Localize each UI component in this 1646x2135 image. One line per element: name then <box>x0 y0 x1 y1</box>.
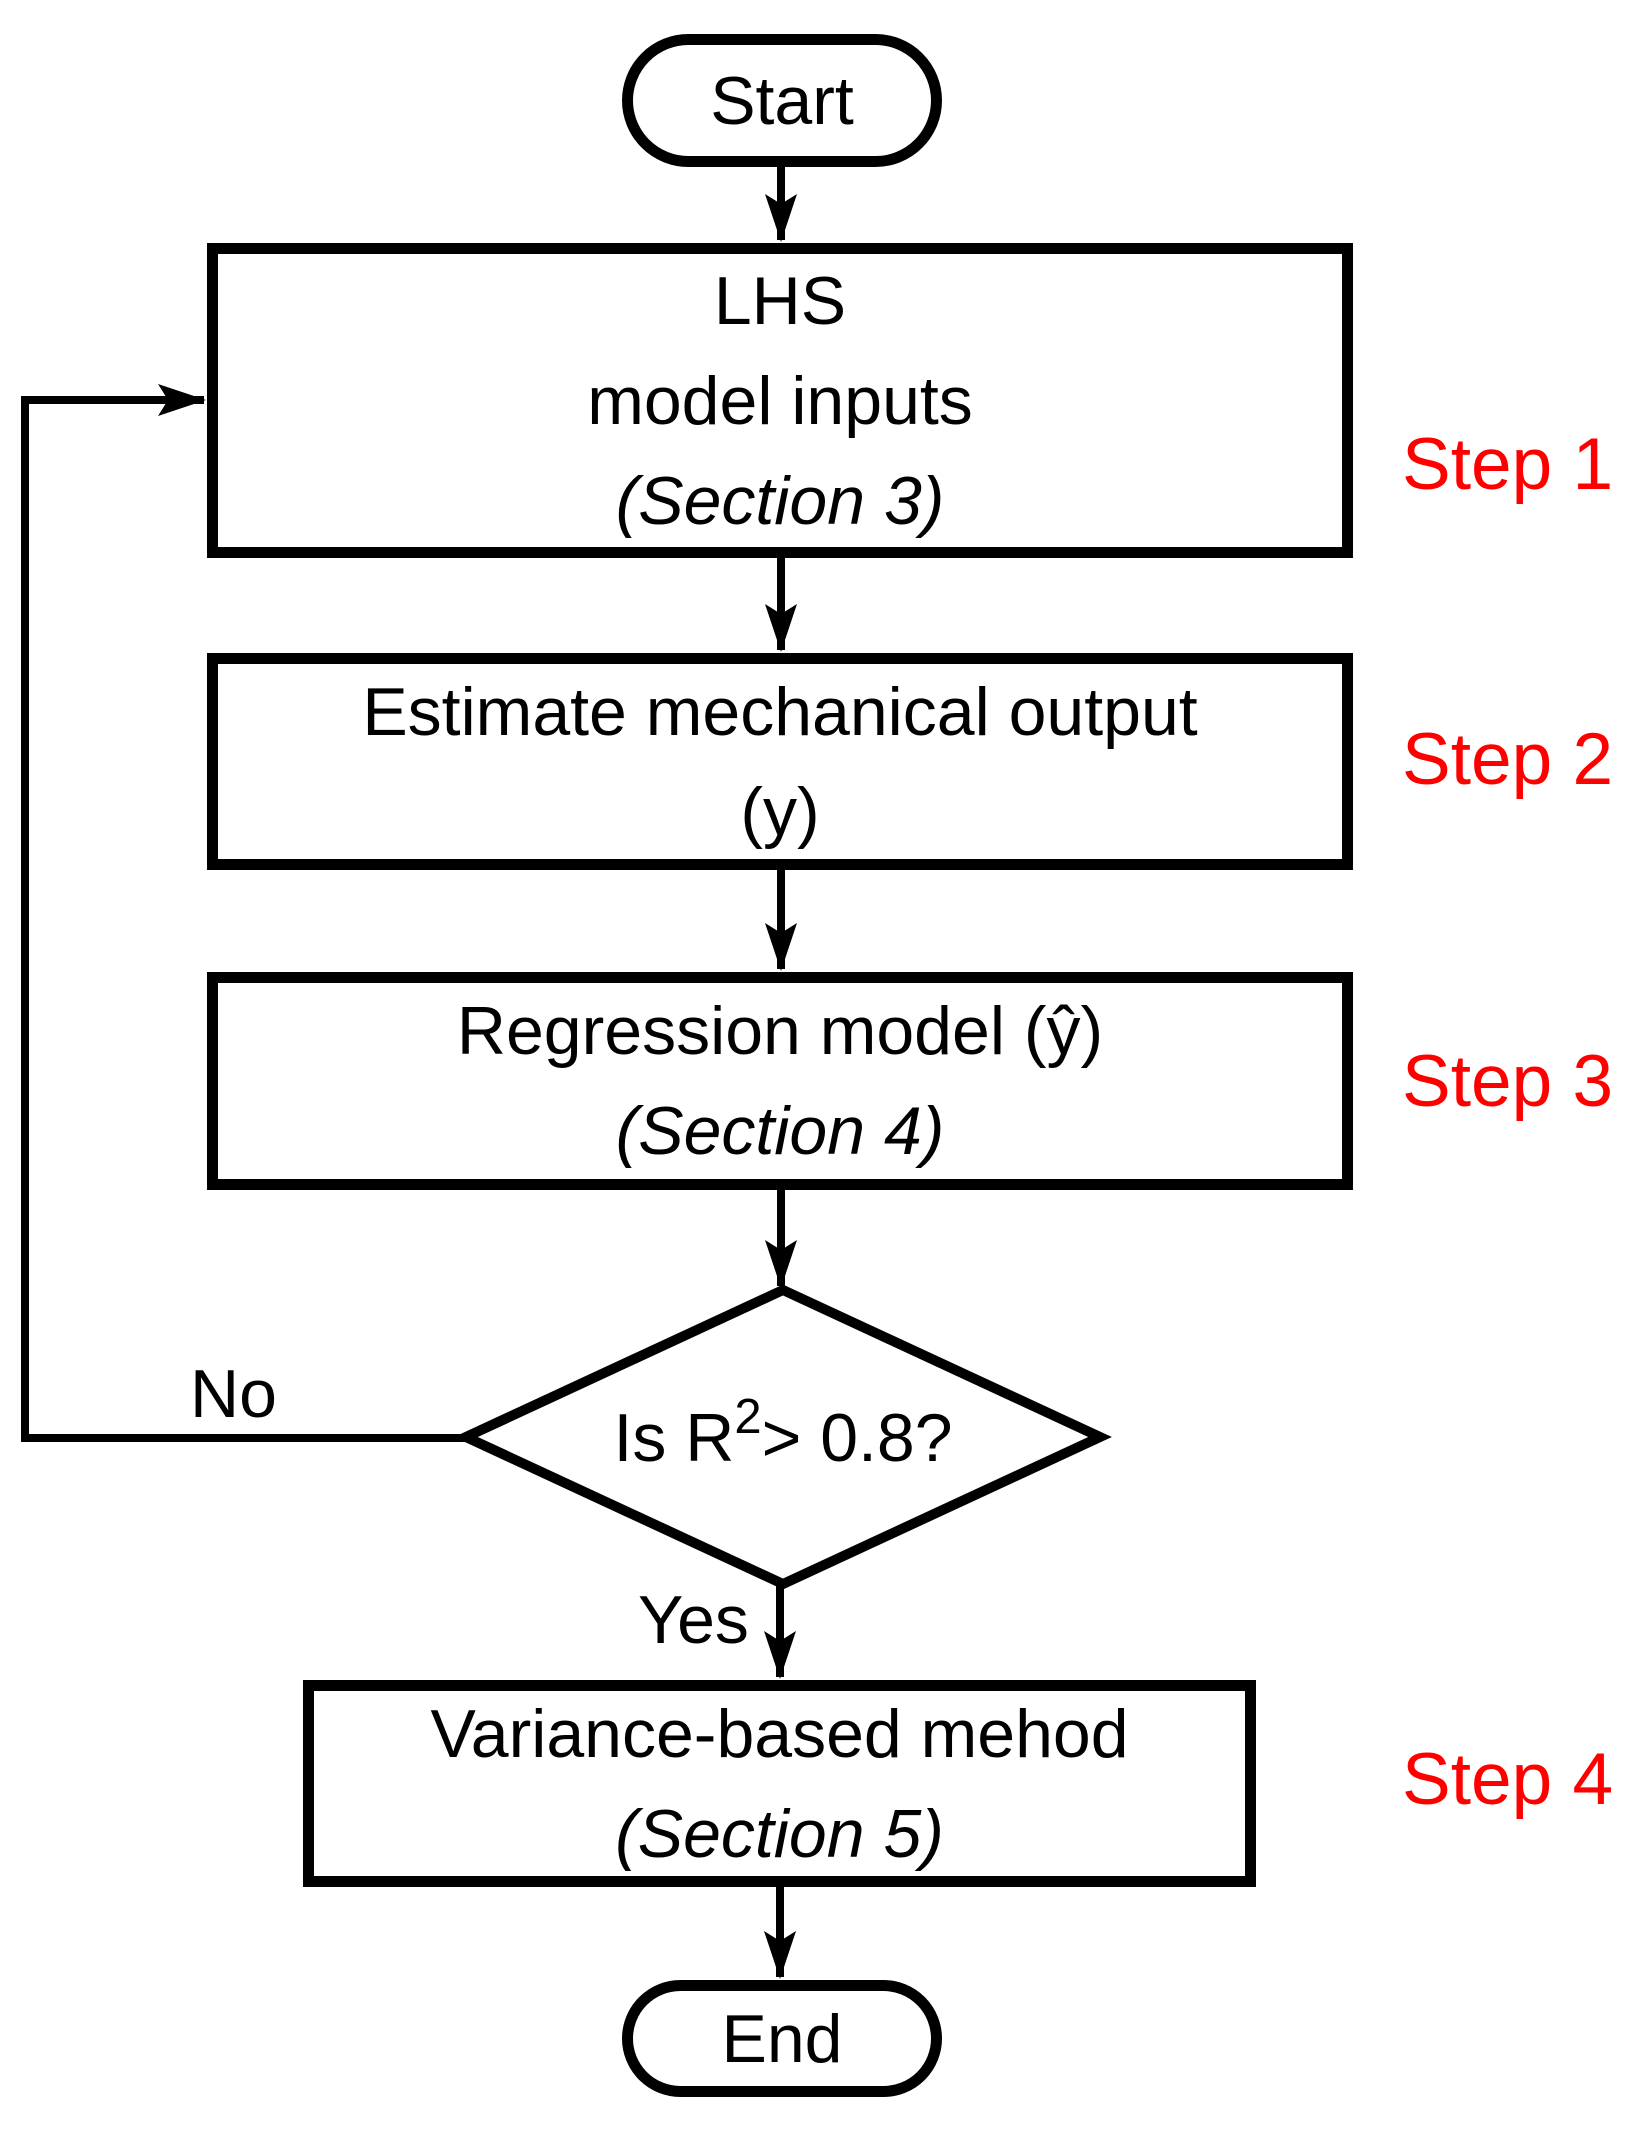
start-node: Start <box>622 34 942 167</box>
step-3-label: Step 3 <box>1402 1041 1614 1122</box>
lhs-line-2: model inputs <box>587 362 973 439</box>
step-1-label: Step 1 <box>1402 424 1614 505</box>
lhs-section-ref: (Section 3) <box>615 462 945 539</box>
process-box-estimate-output: Estimate mechanical output (y) <box>207 653 1353 870</box>
step-4-label: Step 4 <box>1402 1739 1614 1820</box>
decision-label-suffix: > 0.8? <box>761 1400 953 1476</box>
start-label: Start <box>710 62 854 139</box>
variance-line-1: Variance-based mehod <box>430 1695 1129 1772</box>
step-2-label: Step 2 <box>1402 719 1614 800</box>
process-box-variance-method: Variance-based mehod (Section 5) <box>303 1680 1256 1887</box>
estimate-line-1: Estimate mechanical output <box>362 673 1198 750</box>
arrow-decision-no-loop-to-lhs <box>21 384 466 1442</box>
regression-line-1: Regression model (ŷ) <box>456 993 1104 1069</box>
variance-section-ref: (Section 5) <box>615 1795 944 1872</box>
estimate-line-2: (y) <box>740 773 820 850</box>
no-branch-label: No <box>190 1356 277 1432</box>
process-box-regression-model: Regression model (ŷ) (Section 4) <box>207 972 1353 1190</box>
yes-branch-label: Yes <box>638 1582 749 1658</box>
end-label: End <box>721 2000 843 2077</box>
end-node: End <box>622 1980 942 2097</box>
decision-diamond <box>454 1284 1112 1590</box>
decision-label-prefix: Is R <box>613 1400 735 1476</box>
process-box-lhs-model-inputs: LHS model inputs (Section 3) <box>207 243 1353 558</box>
regression-section-ref: (Section 4) <box>615 1093 945 1169</box>
lhs-line-1: LHS <box>713 262 847 339</box>
